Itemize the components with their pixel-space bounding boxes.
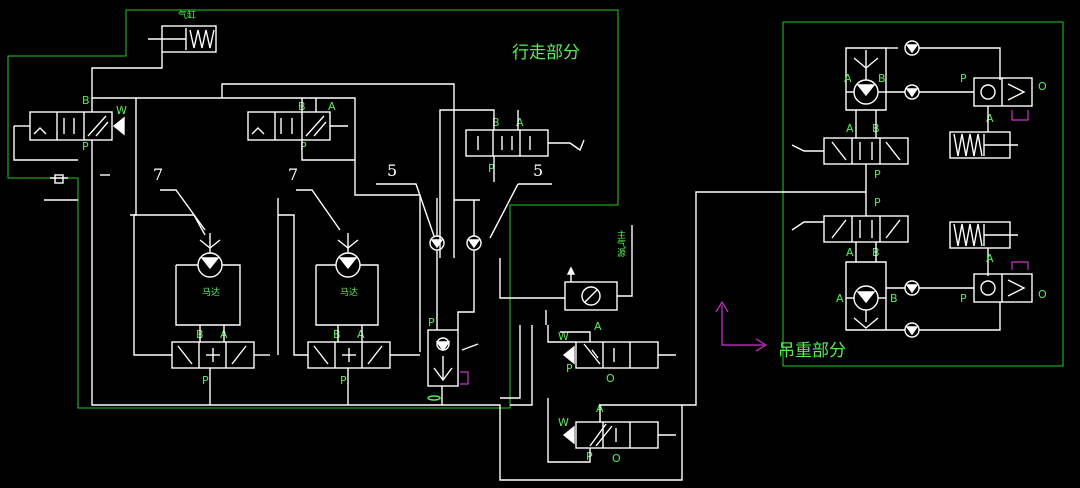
valve-mid-lower-1-a: A: [594, 320, 602, 333]
hoist-valve-a-a: A: [846, 122, 854, 135]
check-valve-right: [466, 235, 482, 251]
air-source-label: 主气源: [615, 229, 626, 258]
hoist-lower-b: B: [890, 292, 898, 305]
valve-upper-middle: B A P: [247, 100, 336, 153]
hoist-upper-valve-p: P: [960, 72, 967, 85]
valve-lower-right-p: P: [340, 374, 347, 387]
travel-section-label: 行走部分: [512, 43, 580, 63]
axis-marker: [715, 300, 768, 352]
air-motor-left: 马达: [175, 233, 241, 326]
travel-section-boundary: [7, 9, 619, 409]
hoist-lower-a: A: [836, 292, 844, 305]
callout-7-right: 7: [288, 165, 298, 184]
hoist-mid-p: P: [874, 196, 881, 209]
valve-mid-lower-2-o: O: [612, 452, 621, 465]
valve-mid-lower-1-o: O: [606, 372, 615, 385]
valve-upper-right: B A P: [465, 116, 585, 175]
valve-lower-left-p: P: [202, 374, 209, 387]
callout-7-left: 7: [153, 165, 163, 184]
valve-upper-right-p: P: [488, 162, 495, 175]
valve-upper-middle-a: A: [328, 100, 336, 113]
cylinder-label: 气缸: [178, 9, 196, 21]
hoist-check-upper-1: [904, 40, 920, 56]
hoist-lower-valve-p: P: [960, 292, 967, 305]
callout-5-right: 5: [533, 161, 543, 180]
hoist-valve-b-a: A: [846, 246, 854, 259]
valve-left-top-p: P: [82, 140, 89, 153]
air-motor-right: 马达: [315, 233, 379, 326]
valve-upper-right-a: A: [516, 116, 524, 129]
valve-upper-right-b: B: [492, 116, 500, 129]
hoist-check-lower-1: [904, 280, 920, 296]
filter-unit-p: P: [428, 316, 435, 329]
valve-lower-right-b: B: [333, 328, 341, 341]
hoist-check-lower-2: [904, 322, 920, 338]
hoist-upper-a: A: [844, 72, 852, 85]
valve-lower-right-a: A: [357, 328, 365, 341]
valve-left-top: B P W: [14, 94, 127, 153]
hoist-cylinder-lower: [949, 221, 1018, 249]
hoist-upper-valve-o: O: [1038, 80, 1047, 93]
valve-left-top-w: W: [116, 104, 127, 117]
valve-mid-lower-2-w: W: [558, 416, 569, 429]
hoist-lower-valve-o: O: [1038, 288, 1047, 301]
hoist-motor-upper: A B: [844, 47, 887, 111]
hoist-check-upper-2: [904, 84, 920, 100]
valve-upper-middle-p: P: [300, 140, 307, 153]
hoist-section-label: 吊重部分: [778, 341, 846, 361]
hoist-lower-valve-a: A: [986, 252, 994, 265]
hoist-valve-lower-right: O: [973, 273, 1047, 303]
hoist-valve-b: A B: [791, 215, 909, 259]
cylinder: 气缸: [148, 9, 217, 53]
valve-left-top-b: B: [82, 94, 90, 107]
valve-lower-right: B A P: [307, 328, 391, 387]
hoist-valve-a: A B P: [791, 122, 909, 181]
hoist-upper-b: B: [878, 72, 886, 85]
motor-right-label: 马达: [340, 286, 358, 298]
hoist-section-boundary: [782, 21, 1064, 367]
hoist-valve-a-p: P: [874, 168, 881, 181]
valve-mid-lower-1-p: P: [566, 362, 573, 375]
hoist-motor-lower: A B: [836, 261, 898, 331]
hoist-cylinder-upper: [949, 131, 1018, 159]
valve-mid-lower-1-w: W: [558, 330, 569, 343]
filter-unit: P: [427, 316, 459, 401]
motor-left-label: 马达: [202, 286, 220, 298]
valve-mid-lower-2: W A P O: [558, 402, 676, 465]
valve-mid-lower-1: W A P O: [558, 320, 676, 385]
hoist-upper-valve-a: A: [986, 112, 994, 125]
check-valve-left: [429, 235, 445, 251]
main-air-source: 主气源: [564, 229, 626, 311]
callout-5-left: 5: [387, 161, 397, 180]
valve-lower-left: B A P: [171, 328, 255, 387]
hoist-valve-upper-right: O A: [973, 77, 1047, 125]
